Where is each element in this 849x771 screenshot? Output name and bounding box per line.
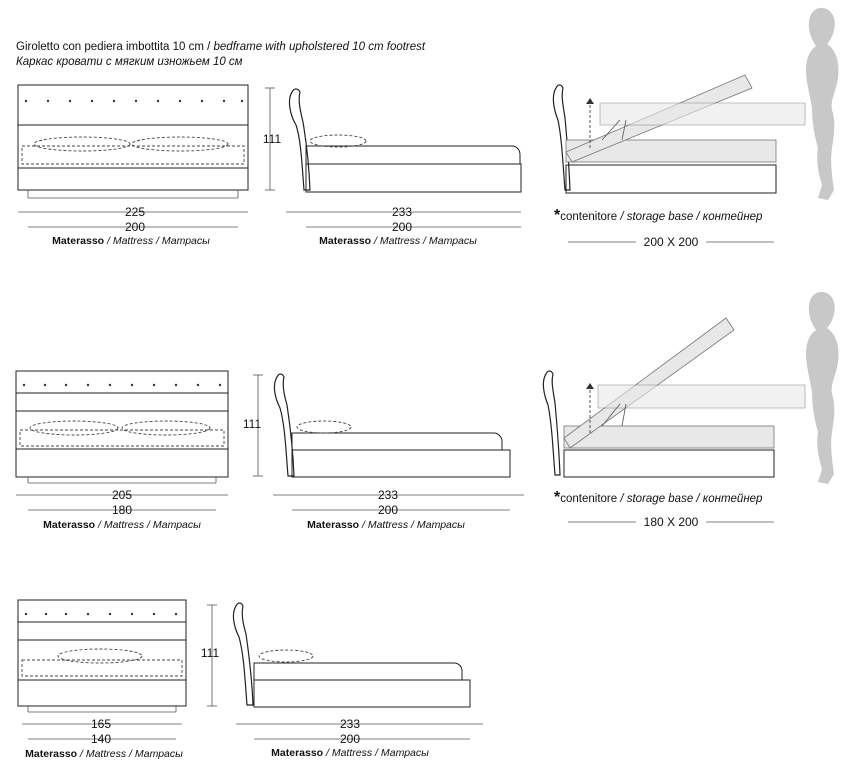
row1-overall-width: 225	[125, 205, 145, 219]
row2-mattress-width: 180	[112, 503, 132, 517]
row1-storage-size: 200 X 200	[644, 235, 699, 249]
row1-top-view	[17, 84, 275, 228]
row1-storage-view	[552, 74, 806, 194]
row2-height: 111	[243, 417, 262, 431]
pillow-outline	[131, 136, 229, 152]
row3-mattress-width: 140	[91, 732, 111, 746]
human-scale-figure	[806, 291, 839, 484]
row1-tufting-buttons	[24, 99, 244, 103]
row2-storage-caption: *contenitore / storage base / контейнер	[554, 489, 763, 506]
row1-storage-caption: *contenitore / storage base / контейнер	[554, 207, 763, 224]
row2-top-mattress-caption: Materasso / Mattress / Матрасы	[43, 519, 201, 531]
row2-top-view	[15, 370, 263, 511]
row2-side-mattress-length: 200	[378, 503, 398, 517]
pillow-outline	[57, 648, 143, 664]
header-line-1: Giroletto con pediera imbottita 10 cm / …	[16, 41, 426, 53]
row1-top-mattress-caption: Materasso / Mattress / Матрасы	[52, 235, 210, 247]
row2-side-view	[273, 373, 524, 511]
row3-side-view	[232, 602, 483, 740]
row2-tufting-buttons	[22, 383, 222, 387]
row1-side-overall-length: 233	[392, 205, 412, 219]
row3-side-mattress-length: 200	[340, 732, 360, 746]
row3-top-view	[17, 599, 217, 740]
row2-overall-width: 205	[112, 488, 132, 502]
human-scale-figure	[806, 7, 839, 201]
row2-storage-size: 180 X 200	[644, 515, 699, 529]
pillow-outline	[29, 420, 119, 436]
row3-tufting-buttons	[24, 612, 178, 616]
row1-height: 111	[263, 132, 282, 146]
row3-top-mattress-caption: Materasso / Mattress / Матрасы	[25, 748, 183, 760]
row1-side-view	[286, 88, 522, 228]
row1-mattress-width: 200	[125, 220, 145, 234]
row1-side-mattress-length: 200	[392, 220, 412, 234]
row1-side-mattress-caption: Materasso / Mattress / Матрасы	[319, 235, 477, 247]
row2-side-overall-length: 233	[378, 488, 398, 502]
pillow-outline	[296, 420, 352, 434]
row2-side-mattress-caption: Materasso / Mattress / Матрасы	[307, 519, 465, 531]
pillow-outline	[121, 420, 211, 436]
pillow-outline	[258, 649, 314, 663]
pillow-outline	[33, 136, 131, 152]
row3-overall-width: 165	[91, 717, 111, 731]
row3-side-overall-length: 233	[340, 717, 360, 731]
pillow-outline	[309, 134, 367, 148]
row2-storage-view	[542, 317, 806, 478]
header-line-2: Каркас кровати с мягким изножьем 10 см	[16, 56, 243, 68]
row3-side-mattress-caption: Materasso / Mattress / Матрасы	[271, 747, 429, 759]
row3-height: 111	[201, 646, 220, 660]
